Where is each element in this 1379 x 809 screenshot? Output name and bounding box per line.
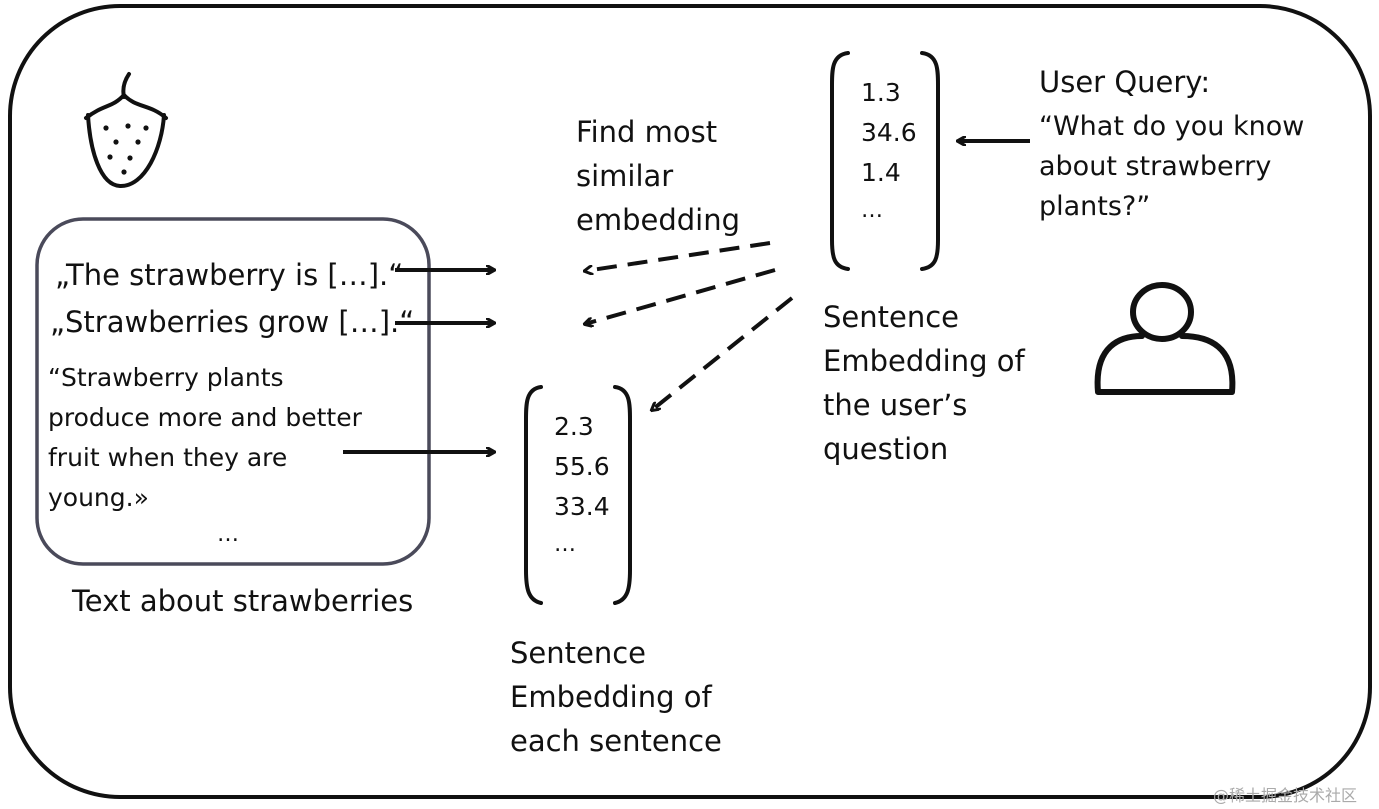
- query-embedding-ellipsis: …: [861, 198, 883, 223]
- text-box-frame: [35, 217, 431, 566]
- query-embedding-caption: Sentence Embedding of the user’s questio…: [823, 300, 1025, 466]
- sentence-embedding-caption: Sentence Embedding of each sentence: [510, 636, 722, 758]
- user-query-text: “What do you know about strawberry plant…: [1039, 111, 1305, 222]
- user-icon: [1094, 282, 1236, 395]
- user-query-label: User Query:: [1039, 65, 1211, 99]
- text-box-caption: Text about strawberries: [72, 584, 414, 618]
- text-box-ellipsis: …: [217, 522, 239, 547]
- similarity-dashed-arrow-2: [585, 268, 776, 324]
- query-embedding-value: 1.4: [861, 158, 901, 187]
- sentence-2-text: „Strawberries grow […].“: [50, 305, 415, 339]
- query-embedding-value: 34.6: [861, 118, 917, 147]
- sentence-embedding-value: 2.3: [554, 412, 594, 441]
- find-similar-label: Find most similar embedding: [576, 115, 741, 237]
- strawberry-icon: [84, 72, 168, 189]
- outer-frame: [8, 4, 1372, 799]
- sentence-embedding-ellipsis: …: [554, 532, 576, 557]
- similarity-dashed-arrow-3: [652, 296, 794, 410]
- watermark: @稀土掘金技术社区: [1213, 786, 1358, 805]
- sentence-embedding-brackets: [524, 385, 632, 605]
- sentence-3-text: “Strawberry plants produce more and bett…: [48, 363, 362, 512]
- query-embedding-brackets: [830, 51, 940, 271]
- sentence-embedding-value: 55.6: [554, 452, 610, 481]
- sentence-embedding-value: 33.4: [554, 492, 610, 521]
- query-embedding-value: 1.3: [861, 78, 901, 107]
- similarity-dashed-arrow-1: [585, 241, 771, 271]
- sentence-1-text: „The strawberry is […].“: [55, 258, 404, 292]
